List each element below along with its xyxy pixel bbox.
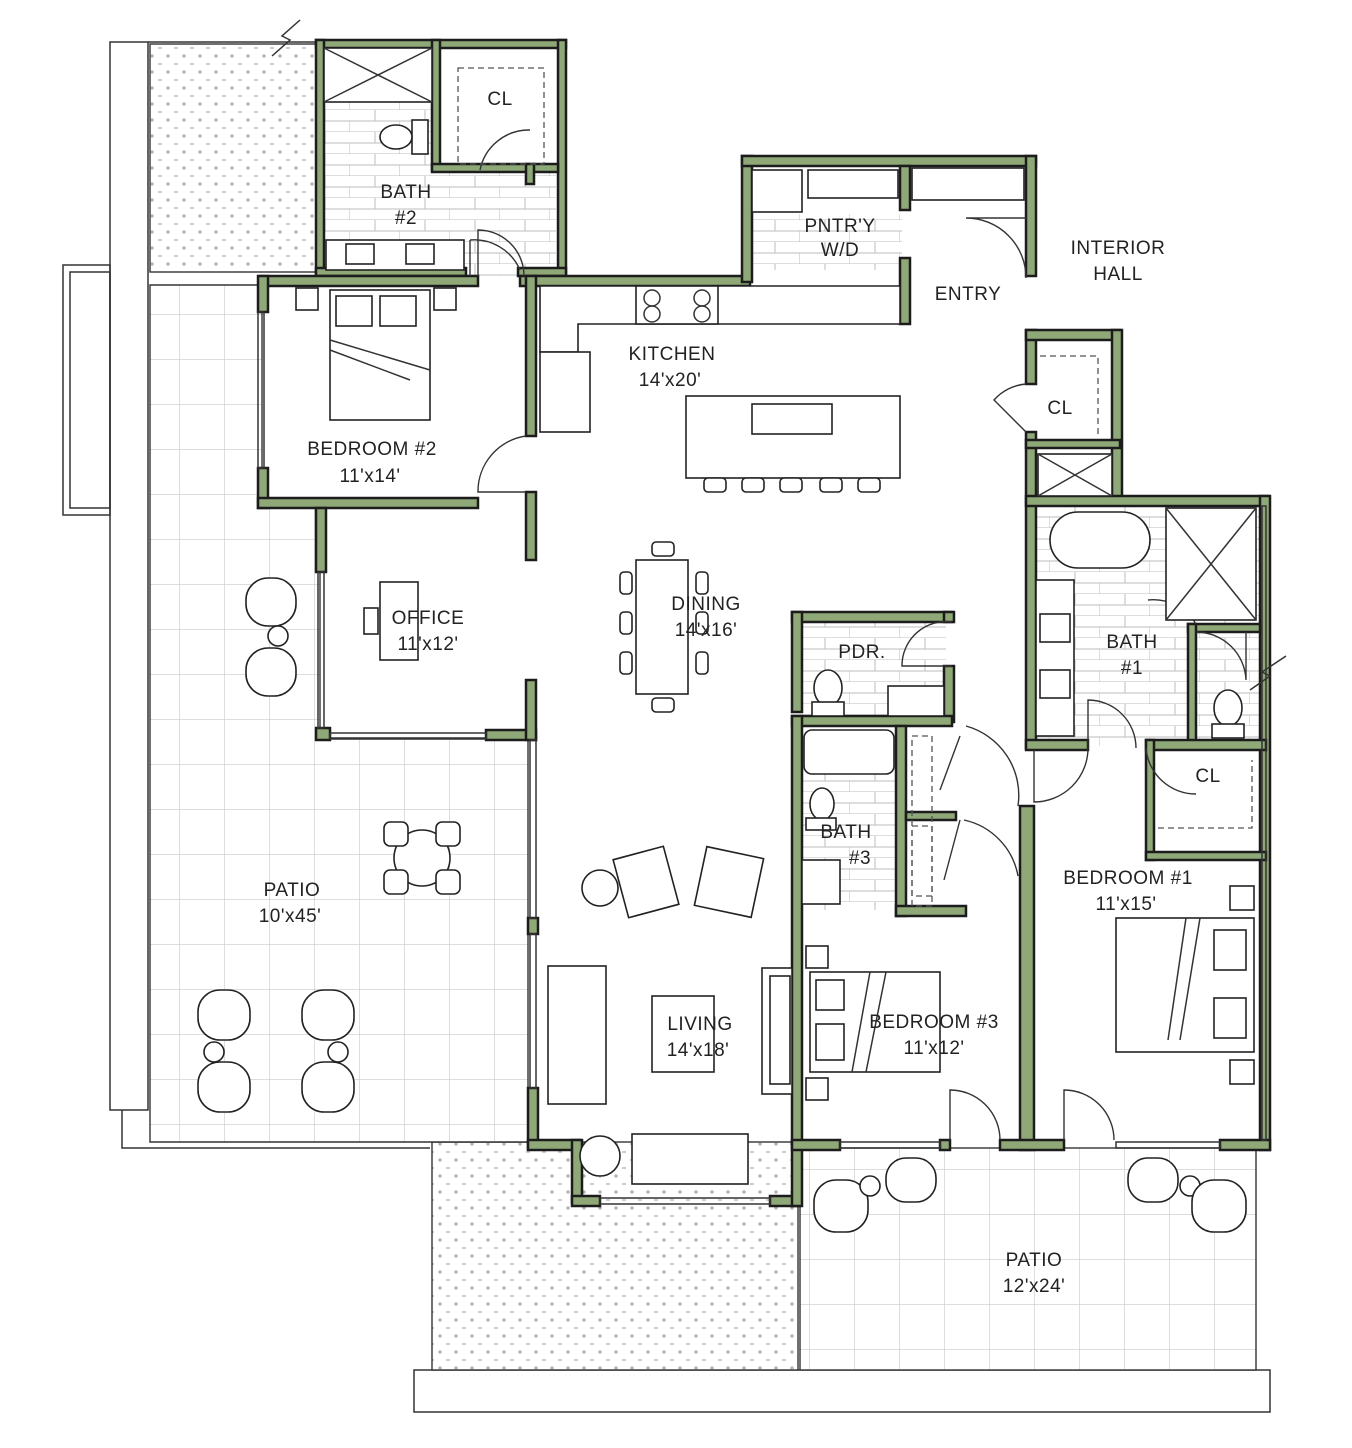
furniture (197, 287, 1255, 1233)
label-bedroom3: BEDROOM #3 (869, 1012, 999, 1033)
label-bath3-number: #3 (849, 848, 871, 869)
label-office: OFFICE (392, 608, 465, 629)
label-bath1: BATH (1106, 632, 1157, 653)
label-closet-entry: CL (1047, 398, 1072, 419)
planter-northwest (149, 43, 317, 273)
label-bath2: BATH (380, 182, 431, 203)
label-entry: ENTRY (935, 284, 1002, 305)
label-closet-bath2: CL (487, 89, 512, 110)
label-pantry-wd: W/D (821, 240, 859, 261)
label-bedroom2: BEDROOM #2 (307, 439, 437, 460)
label-patio-west-size: 10'x45' (259, 906, 322, 927)
label-closet-bedroom1: CL (1195, 766, 1220, 787)
break-mark-top (271, 19, 301, 57)
label-bedroom1-size: 11'x15' (1095, 894, 1156, 915)
label-bath2-number: #2 (395, 208, 417, 229)
label-bedroom2-size: 11'x14' (339, 466, 400, 487)
label-patio-west: PATIO (264, 880, 321, 901)
label-living: LIVING (667, 1014, 732, 1035)
bar-stools (703, 477, 881, 493)
label-interior-hall-2: HALL (1093, 264, 1143, 285)
label-dining: DINING (671, 594, 741, 615)
label-patio-south-size: 12'x24' (1003, 1276, 1066, 1297)
doors (469, 129, 1247, 1141)
label-dining-size: 14'x16' (675, 620, 738, 641)
bath-fixtures (323, 47, 1257, 905)
label-kitchen-size: 14'x20' (639, 370, 702, 391)
label-powder-room: PDR. (838, 642, 885, 663)
label-office-size: 11'x12' (397, 634, 458, 655)
room-labels: BATH #2 CL PNTR'Y W/D INTERIOR HALL ENTR… (259, 89, 1220, 1297)
label-bath1-number: #1 (1121, 658, 1143, 679)
label-patio-south: PATIO (1006, 1250, 1063, 1271)
closet-shelves (457, 67, 1253, 907)
label-living-size: 14'x18' (667, 1040, 730, 1061)
kitchen-fixtures (539, 285, 901, 493)
label-bedroom1: BEDROOM #1 (1063, 868, 1193, 889)
break-mark-right (1249, 655, 1287, 691)
label-bedroom3-size: 11'x12' (903, 1038, 964, 1059)
label-bath3: BATH (820, 822, 871, 843)
exterior-outlines (62, 41, 1271, 1413)
label-interior-hall: INTERIOR (1071, 238, 1166, 259)
pantry-floor (752, 214, 902, 270)
label-pantry: PNTR'Y (804, 216, 875, 237)
label-kitchen: KITCHEN (629, 344, 716, 365)
windows (257, 311, 1267, 1205)
